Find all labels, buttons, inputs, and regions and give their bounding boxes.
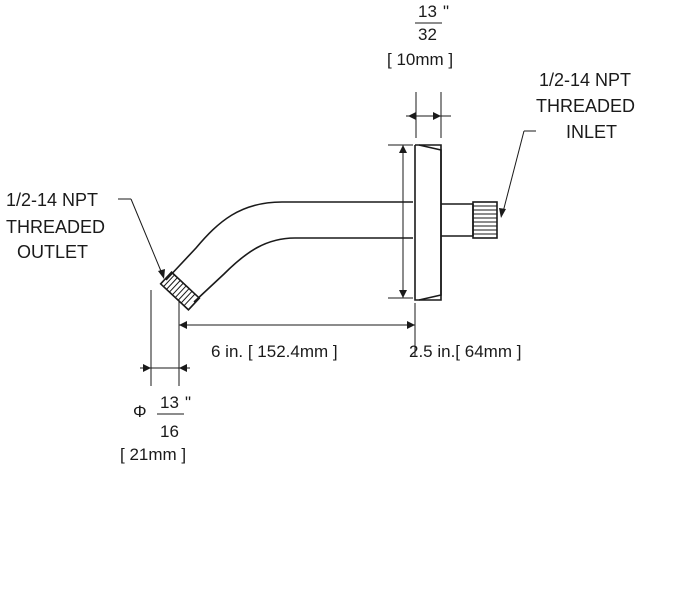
flange-thickness-denominator: 32	[418, 25, 437, 44]
shower-arm-body	[165, 201, 413, 303]
outlet-label-line1: 1/2-14 NPT	[6, 190, 98, 210]
flange-height-dimension	[388, 144, 413, 299]
outlet-diameter-denominator: 16	[160, 422, 179, 441]
inlet-pipe	[441, 203, 474, 237]
outlet-diameter-numerator: 13	[160, 393, 179, 412]
outlet-label-line2: THREADED	[6, 217, 105, 237]
flange-thickness-inch-mark: "	[443, 2, 449, 21]
inlet-label-line2: THREADED	[536, 96, 635, 116]
outlet-diameter-dimension	[140, 290, 190, 386]
outlet-diameter-symbol: Φ	[133, 402, 147, 421]
outlet-label-line3: OUTLET	[17, 242, 88, 262]
outlet-threads	[159, 271, 201, 311]
arm-length-dimension	[178, 300, 416, 386]
flange-thickness-metric: [ 10mm ]	[387, 50, 453, 69]
wall-flange	[414, 144, 442, 301]
inlet-label-line3: INLET	[566, 122, 617, 142]
outlet-diameter-inch-mark: "	[185, 393, 191, 412]
inlet-label-line1: 1/2-14 NPT	[539, 70, 631, 90]
outlet-diameter-metric: [ 21mm ]	[120, 445, 186, 464]
arm-length-label: 6 in. [ 152.4mm ]	[211, 342, 338, 361]
flange-offset-label: 2.5 in.[ 64mm ]	[409, 342, 521, 361]
flange-thickness-dimension	[406, 92, 451, 138]
inlet-threads	[472, 201, 498, 239]
flange-thickness-numerator: 13	[418, 2, 437, 21]
inlet-leader-line	[499, 130, 536, 218]
outlet-leader-line	[118, 198, 165, 279]
